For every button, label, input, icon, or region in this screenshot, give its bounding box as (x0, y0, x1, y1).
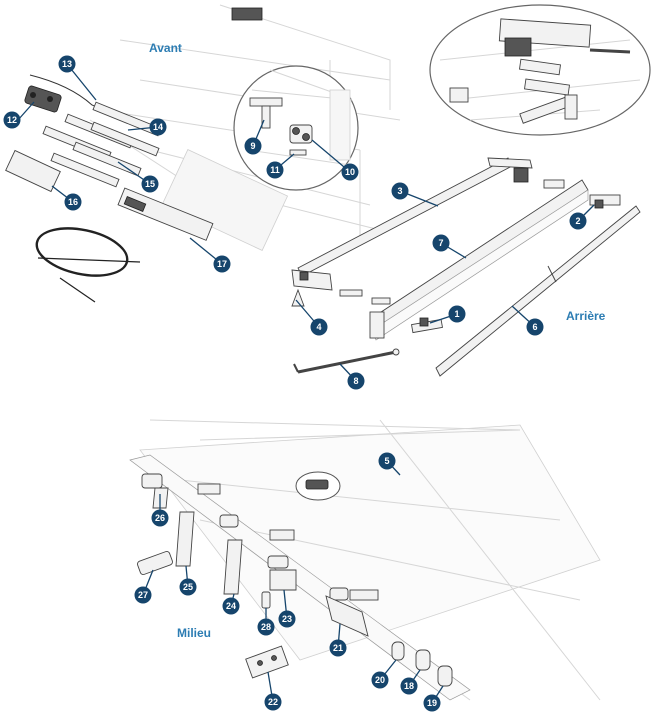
callout-1: 1 (448, 305, 466, 323)
handle (297, 350, 397, 374)
callout-5: 5 (378, 452, 396, 470)
rail-6 (435, 205, 641, 377)
callout-9: 9 (244, 137, 262, 155)
callout-18: 18 (400, 677, 418, 695)
cable-reel (24, 85, 62, 113)
zoom-detail-front (233, 65, 359, 191)
label-rear: Arrière (566, 309, 606, 323)
callout-28: 28 (257, 618, 275, 636)
svg-text:27: 27 (138, 590, 148, 600)
callout-16: 16 (64, 193, 82, 211)
svg-text:26: 26 (155, 513, 165, 523)
front-section (5, 4, 401, 303)
callout-26: 26 (151, 509, 169, 527)
callout-22: 22 (264, 693, 282, 711)
svg-text:17: 17 (217, 259, 227, 269)
svg-text:20: 20 (375, 675, 385, 685)
callout-8: 8 (347, 372, 365, 390)
svg-text:1: 1 (454, 309, 459, 319)
svg-text:3: 3 (397, 186, 402, 196)
callout-12: 12 (3, 111, 21, 129)
long-bracket (117, 187, 214, 241)
svg-text:12: 12 (7, 115, 17, 125)
middle-section (129, 419, 601, 701)
callout-20: 20 (371, 671, 389, 689)
hanger-25 (175, 511, 195, 567)
bracket-23 (269, 569, 297, 591)
svg-text:14: 14 (153, 122, 163, 132)
callout-7: 7 (432, 234, 450, 252)
hanger-24 (223, 539, 243, 595)
callout-10: 10 (341, 163, 359, 181)
clip-27 (137, 551, 173, 575)
rail-7 (371, 179, 589, 331)
callout-27: 27 (134, 586, 152, 604)
svg-text:15: 15 (145, 179, 155, 189)
callout-15: 15 (141, 175, 159, 193)
callout-25: 25 (179, 578, 197, 596)
svg-text:8: 8 (353, 376, 358, 386)
label-middle: Milieu (177, 626, 211, 640)
callout-11: 11 (266, 161, 284, 179)
label-front: Avant (149, 41, 182, 55)
svg-text:6: 6 (532, 322, 537, 332)
svg-text:16: 16 (68, 197, 78, 207)
callout-13: 13 (58, 55, 76, 73)
svg-text:22: 22 (268, 697, 278, 707)
callout-17: 17 (213, 255, 231, 273)
callout-4: 4 (310, 318, 328, 336)
runner-strips (42, 101, 162, 188)
callouts: 13 12 14 15 16 17 9 10 11 3 2 7 4 1 6 8 … (3, 55, 587, 712)
svg-text:13: 13 (62, 59, 72, 69)
pin-28 (261, 591, 271, 609)
cable-coil (35, 227, 141, 303)
svg-text:10: 10 (345, 167, 355, 177)
svg-text:24: 24 (226, 601, 236, 611)
svg-text:23: 23 (282, 614, 292, 624)
svg-text:5: 5 (384, 456, 389, 466)
hanger-20 (391, 641, 405, 661)
svg-text:21: 21 (333, 643, 343, 653)
svg-text:11: 11 (270, 165, 280, 175)
svg-text:19: 19 (427, 698, 437, 708)
hanger-18 (415, 649, 431, 671)
callout-2: 2 (569, 212, 587, 230)
callout-6: 6 (526, 318, 544, 336)
svg-text:28: 28 (261, 622, 271, 632)
hanger-19 (437, 665, 453, 687)
front-bracket-top (231, 7, 263, 21)
svg-text:7: 7 (438, 238, 443, 248)
callout-21: 21 (329, 639, 347, 657)
svg-text:2: 2 (575, 216, 580, 226)
callout-23: 23 (278, 610, 296, 628)
svg-text:9: 9 (250, 141, 255, 151)
bracket-21 (325, 595, 369, 637)
callout-3: 3 (391, 182, 409, 200)
callout-14: 14 (149, 118, 167, 136)
callout-19: 19 (423, 694, 441, 712)
plate-22 (245, 645, 289, 679)
chassis-section (291, 157, 641, 377)
beam-clips (141, 473, 379, 601)
callout-24: 24 (222, 597, 240, 615)
zoom-detail-rear (429, 4, 651, 136)
cable (29, 74, 109, 113)
svg-text:25: 25 (183, 582, 193, 592)
plate (5, 149, 61, 193)
svg-text:4: 4 (316, 322, 321, 332)
svg-text:18: 18 (404, 681, 414, 691)
